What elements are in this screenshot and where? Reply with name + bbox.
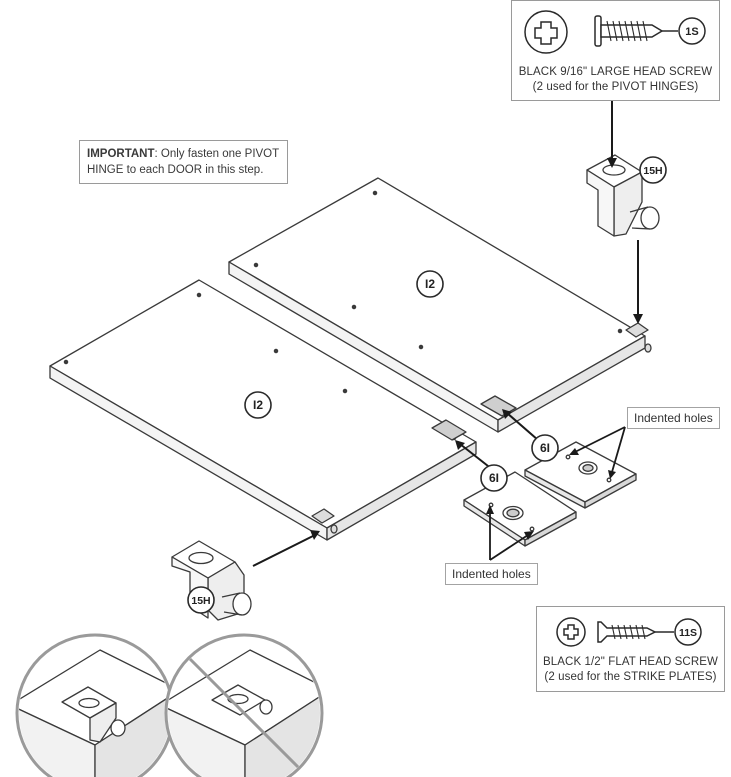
screw-large-line2: (2 used for the PIVOT HINGES) xyxy=(532,81,699,93)
important-label: IMPORTANT xyxy=(87,148,155,160)
screw-large-box: 1S BLACK 9/16" LARGE HEAD SCREW (2 used … xyxy=(511,0,720,101)
screw-flat-line2: (2 used for the STRIKE PLATES) xyxy=(544,671,717,683)
important-text: : Only fasten one PIVOT HINGE to each DO… xyxy=(87,148,279,176)
door-label-front: I2 xyxy=(253,398,263,412)
door-label-back: I2 xyxy=(425,277,435,291)
door-panel-back xyxy=(228,177,652,433)
screw-large-line1: BLACK 9/16" LARGE HEAD SCREW xyxy=(518,66,713,78)
detail-correct xyxy=(15,633,175,777)
screw-flat-line1: BLACK 1/2" FLAT HEAD SCREW xyxy=(543,656,718,668)
indented-holes-callout-right: Indented holes xyxy=(627,407,720,429)
screw-large-code: 1S xyxy=(685,26,698,38)
screw-flat-code: 11S xyxy=(679,627,697,639)
plate-label-left: 6I xyxy=(489,471,499,485)
hinge-label-bottom: 15H xyxy=(191,595,210,607)
screw-flat-box: 11S BLACK 1/2" FLAT HEAD SCREW (2 used f… xyxy=(536,606,725,692)
screw-large-drawing: 1S xyxy=(524,10,706,54)
pivot-hinge-top xyxy=(586,154,660,237)
plate-label-right: 6I xyxy=(540,441,550,455)
screw-flat-drawing: 11S xyxy=(556,617,702,647)
important-note: IMPORTANT: Only fasten one PIVOT HINGE t… xyxy=(79,140,288,184)
detail-incorrect xyxy=(164,633,324,777)
hinge-label-top: 15H xyxy=(643,165,662,177)
indented-holes-callout-left: Indented holes xyxy=(445,563,538,585)
